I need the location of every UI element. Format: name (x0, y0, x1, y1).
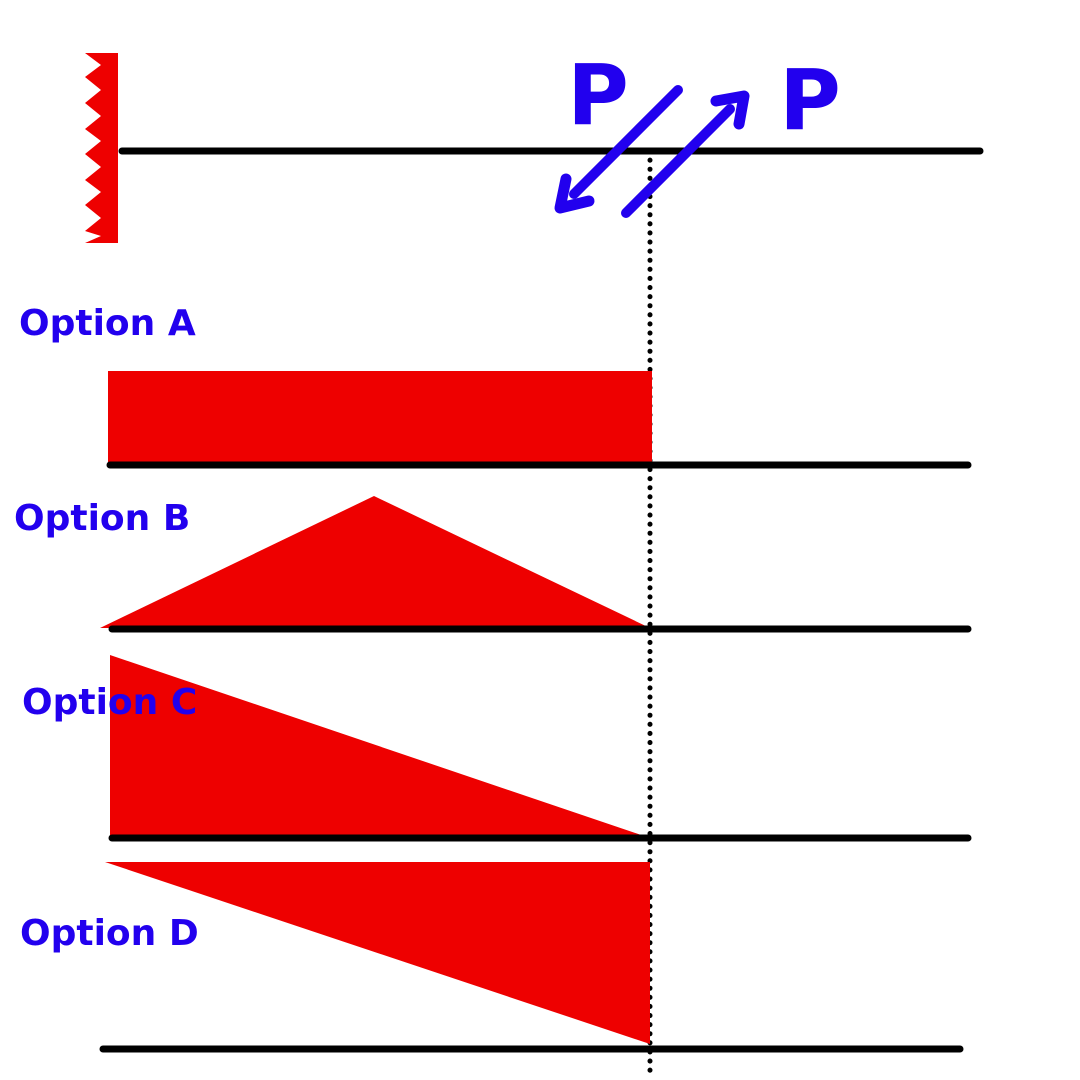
fixed-support-wall (85, 53, 118, 243)
option-d-label: Option D (20, 913, 199, 954)
option-a-diagram (106, 371, 972, 469)
arrow-down-left-shaft (569, 85, 683, 199)
option-a-label: Option A (19, 303, 196, 344)
option-b-shape (100, 496, 650, 628)
load-arrows (554, 85, 750, 218)
arrow-up-right-shaft (621, 104, 735, 218)
wall-hatching (85, 53, 118, 243)
option-c-shape (110, 655, 650, 838)
option-b-diagram (100, 496, 972, 633)
option-b-label: Option B (14, 498, 190, 539)
arrow-down-left-head (554, 173, 595, 214)
load-label-left: P (567, 46, 629, 144)
option-c-diagram (108, 655, 972, 842)
load-label-right: P (779, 51, 841, 149)
arrow-up-right-head (710, 90, 750, 130)
option-c-label: Option C (22, 682, 197, 723)
option-d-diagram (99, 862, 964, 1053)
option-d-shape (105, 862, 650, 1044)
option-a-shape (108, 371, 652, 465)
